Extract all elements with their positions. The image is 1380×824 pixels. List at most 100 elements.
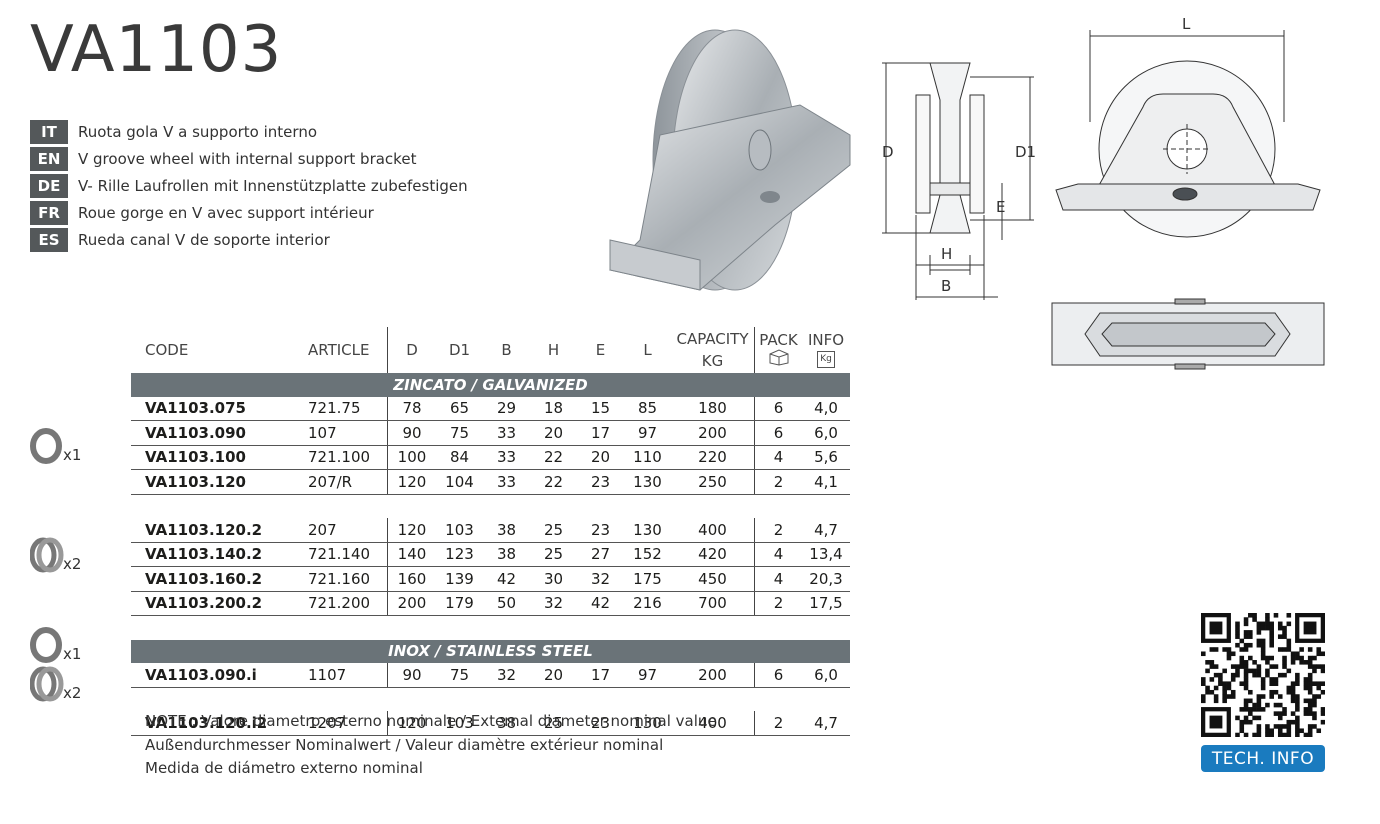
table-cell: 90 [387,663,436,688]
table-cell: 139 [436,566,483,592]
table-cell: 4,1 [802,469,850,495]
table-cell: 13,4 [802,542,850,567]
bearing-icon: x2 [29,666,81,702]
table-cell: 6 [754,663,802,688]
table-cell: 90 [387,420,436,446]
bearing-count: x2 [63,684,81,702]
bearing-count: x1 [63,645,81,663]
cell-article: 721.160 [308,566,388,592]
table-cell: 5,6 [802,445,850,470]
cell-code: VA1103.140.2 [131,542,308,567]
table-cell: 42 [577,591,624,616]
lang-text: V- Rille Laufrollen mit Innenstützplatte… [78,176,468,195]
table-cell: 104 [436,469,483,495]
table-cell: 2 [754,591,802,616]
lang-code: IT [30,119,68,144]
cell-article: 1107 [308,663,388,688]
table-cell: 103 [436,711,483,736]
cell-article: 721.200 [308,591,388,616]
section-stainless: INOX / STAINLESS STEEL [131,639,850,663]
table-cell: 17 [577,420,624,446]
top-technical-drawing [1051,298,1325,370]
lang-row-de: DE V- Rille Laufrollen mit Innenstützpla… [30,172,468,199]
table-cell: 22 [530,445,577,470]
table-cell: 110 [624,445,671,470]
dim-label-d: D [882,143,894,161]
cell-code: VA1103.090.i [131,663,308,688]
dim-label-h: H [941,245,952,263]
table-cell: 2 [754,469,802,495]
cell-code: VA1103.120.i2 [131,711,308,736]
table-cell: 450 [671,566,755,592]
table-cell: 17,5 [802,591,850,616]
table-cell: 4,7 [802,711,850,736]
tech-info-button[interactable]: TECH. INFO [1201,745,1325,772]
specification-table: CODE ARTICLE D D1 B H E L CAPACITY KG PA… [131,327,850,736]
cell-code: VA1103.120.2 [131,518,308,543]
bearing-count: x2 [63,555,81,573]
header-article: ARTICLE [308,341,370,359]
table-cell: 400 [671,518,755,543]
lang-row-fr: FR Roue gorge en V avec support intérieu… [30,199,468,226]
table-cell: 27 [577,542,624,567]
table-cell: 38 [483,518,530,543]
table-cell: 123 [436,542,483,567]
dim-label-e: E [996,198,1005,216]
header-d1: D1 [448,341,471,359]
box-icon [769,348,788,366]
table-cell: 17 [577,663,624,688]
table-cell: 32 [530,591,577,616]
table-cell: 6,0 [802,663,850,688]
bearing-icon: x2 [29,537,81,573]
header-code: CODE [145,341,189,359]
table-spacer [131,616,850,640]
table-cell: 22 [530,469,577,495]
dim-label-l: L [1182,15,1191,33]
table-cell: 32 [577,566,624,592]
product-photo [609,29,851,291]
table-cell: 20,3 [802,566,850,592]
lang-row-it: IT Ruota gola V a supporto interno [30,118,468,145]
header-h: H [547,341,560,359]
table-cell: 25 [530,711,577,736]
table-cell: 4 [754,566,802,592]
cell-code: VA1103.090 [131,420,308,446]
cell-article: 207/R [308,469,388,495]
bearing-mark-double: x2 [29,666,88,710]
bearing-icon: x1 [30,428,81,464]
table-cell: 200 [387,591,436,616]
table-cell: 65 [436,396,483,421]
table-cell: 250 [671,469,755,495]
table-spacer [131,494,850,518]
cell-article: 207 [308,518,388,543]
table-cell: 33 [483,469,530,495]
side-technical-drawing: D D1 E H B [882,62,1036,300]
table-cell: 130 [624,469,671,495]
table-cell: 78 [387,396,436,421]
cell-article: 721.100 [308,445,388,470]
table-cell: 400 [671,711,755,736]
table-cell: 33 [483,420,530,446]
cell-code: VA1103.075 [131,396,308,421]
header-info-label: INFO [807,331,845,349]
table-cell: 130 [624,518,671,543]
section-title: ZINCATO / GALVANIZED [131,373,850,397]
qr-code-link[interactable] [1201,613,1326,741]
table-cell: 75 [436,663,483,688]
header-b: B [501,341,512,359]
table-cell: 25 [530,518,577,543]
table-cell: 220 [671,445,755,470]
table-cell: 179 [436,591,483,616]
bearing-mark-single: x1 [30,428,88,472]
bearing-mark-double: x2 [29,537,88,581]
table-cell: 30 [530,566,577,592]
table-cell: 84 [436,445,483,470]
table-cell: 4 [754,542,802,567]
lang-text: Ruota gola V a supporto interno [78,122,317,141]
table-cell: 23 [577,469,624,495]
dim-label-b: B [941,277,951,295]
